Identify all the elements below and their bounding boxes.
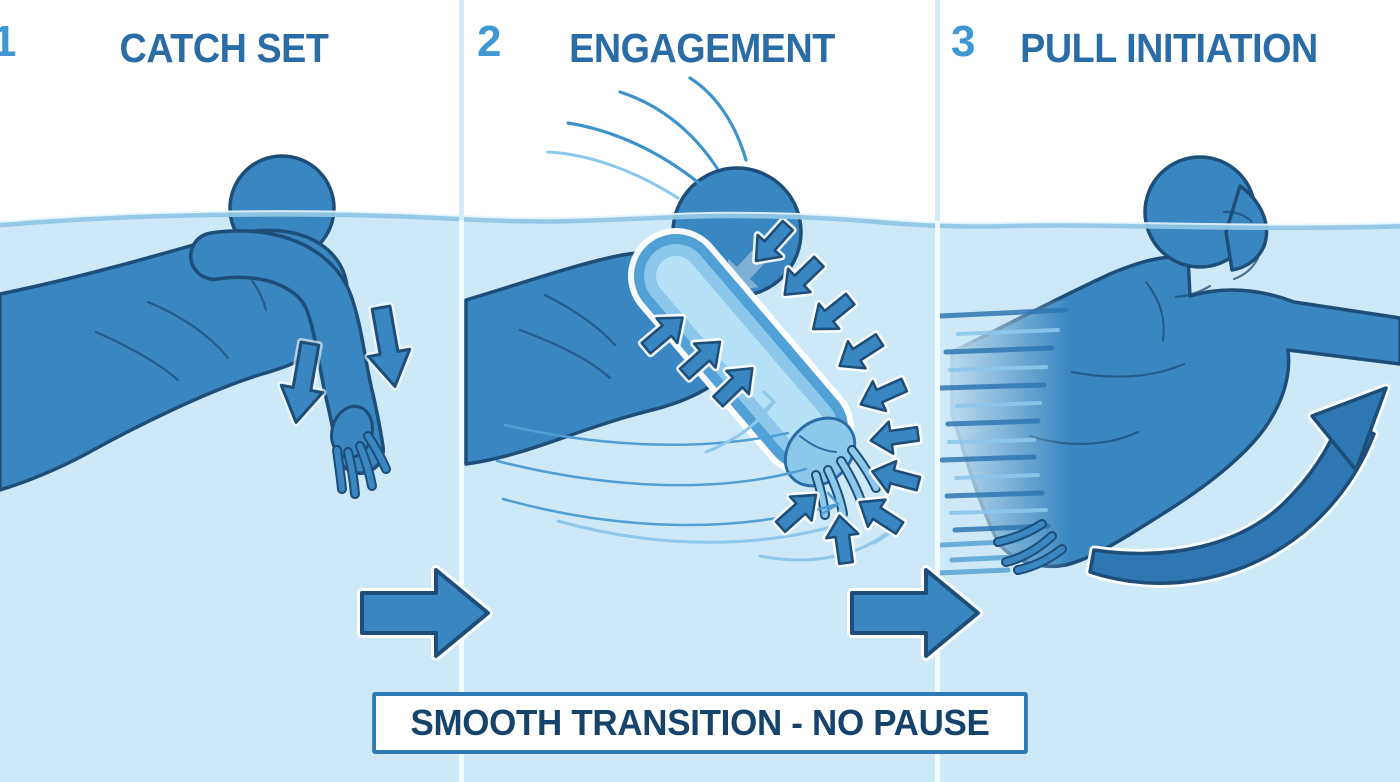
step-3-number: 3 (951, 17, 976, 66)
pull-swoosh-arrow-icon (1085, 383, 1391, 588)
splash-lines (546, 76, 748, 200)
swimmer-catch-set-illustration (0, 154, 416, 499)
step-1-title: CATCH SET (119, 25, 329, 71)
step-3-title: PULL INITIATION (1020, 25, 1318, 71)
waterline (0, 210, 1400, 231)
caption-text: SMOOTH TRANSITION - NO PAUSE (410, 702, 990, 743)
step-2-number: 2 (477, 17, 502, 66)
highlighted-forearm (628, 228, 854, 476)
panel-divider (459, 0, 464, 782)
step-2-title: ENGAGEMENT (569, 25, 835, 71)
panel-divider (935, 0, 940, 782)
step-1-number: 1 (0, 17, 17, 66)
caption-box: SMOOTH TRANSITION - NO PAUSE (372, 692, 1028, 754)
swimmer-engagement-illustration (464, 76, 923, 565)
swimmer-hand (993, 519, 1067, 575)
swimmer-pull-initiation-illustration (935, 155, 1400, 588)
swimmer-hand (330, 404, 391, 499)
